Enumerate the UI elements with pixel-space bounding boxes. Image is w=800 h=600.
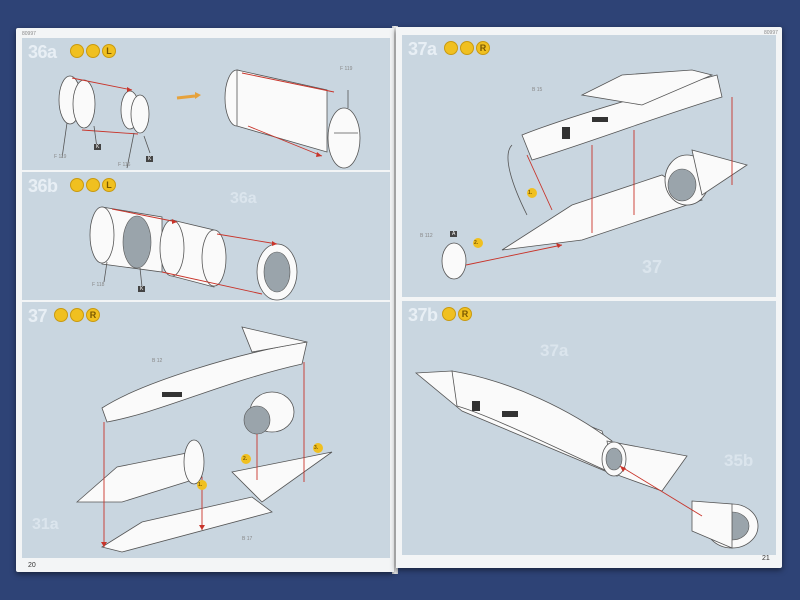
- step-36a-drawing: [58, 69, 361, 169]
- paint-icon: [70, 308, 84, 322]
- right-icon: R: [86, 308, 100, 322]
- left-icon: L: [102, 178, 116, 192]
- step-37-panel: 37 R 31a: [22, 302, 390, 558]
- glue-icon: [70, 44, 84, 58]
- ghost-step-label: 31a: [32, 516, 59, 533]
- step-36b-panel: 36b L 36a F 118 K: [22, 172, 390, 301]
- left-icon: L: [102, 44, 116, 58]
- step-order-label: 1.: [198, 482, 203, 488]
- glue-icon: [54, 308, 68, 322]
- part-label: K: [146, 156, 154, 162]
- ghost-step-label: 37a: [540, 341, 569, 360]
- glue-icon: [444, 41, 458, 55]
- step-number: 37: [28, 306, 48, 326]
- step-order-label: 2.: [243, 456, 248, 462]
- booklet-spine: [392, 26, 398, 574]
- ghost-step-label: 36a: [230, 190, 257, 207]
- kit-code: 80997: [22, 31, 36, 37]
- step-order-label: 2.: [474, 240, 479, 246]
- right-page: 80997 37a R 37: [396, 27, 782, 568]
- part-label: B 15: [532, 87, 543, 93]
- step-37-drawing: [75, 326, 333, 553]
- step-36a-panel: 36a L: [22, 38, 390, 170]
- ghost-step-label: 37: [642, 257, 663, 277]
- page-number: 20: [28, 562, 36, 569]
- kit-code: 80997: [764, 30, 778, 36]
- step-36b-drawing: [89, 206, 298, 301]
- part-label: F 119: [340, 66, 353, 72]
- right-icon: R: [476, 41, 490, 55]
- part-label: K: [138, 286, 146, 292]
- step-number: 36a: [28, 42, 57, 62]
- glue-icon: [442, 307, 456, 321]
- step-number: 36b: [28, 176, 58, 196]
- ghost-step-label: 35b: [724, 451, 754, 470]
- paint-icon: [86, 44, 100, 58]
- left-page: 80997 36a L: [16, 28, 394, 572]
- part-label: F 116: [118, 162, 131, 168]
- part-label: A: [450, 231, 458, 237]
- step-37a-drawing: [441, 69, 748, 280]
- part-label: F 118: [92, 282, 105, 288]
- part-label: B 17: [242, 536, 253, 542]
- step-37a-panel: 37a R 37: [402, 35, 776, 297]
- right-icon: R: [458, 307, 472, 321]
- glue-icon: [70, 178, 84, 192]
- paint-icon: [86, 178, 100, 192]
- step-order-label: 3.: [314, 445, 319, 451]
- step-37b-drawing: [414, 370, 759, 549]
- step-37b-panel: 37b R 37a 35b: [402, 301, 776, 555]
- part-label: B 12: [152, 358, 163, 364]
- paint-icon: [460, 41, 474, 55]
- step-number: 37b: [408, 305, 438, 325]
- part-label: K: [94, 144, 102, 150]
- part-label: B 112: [420, 233, 433, 239]
- step-order-label: 1.: [528, 190, 533, 196]
- page-number: 21: [762, 555, 770, 562]
- step-number: 37a: [408, 39, 437, 59]
- part-label: F 119: [54, 154, 67, 160]
